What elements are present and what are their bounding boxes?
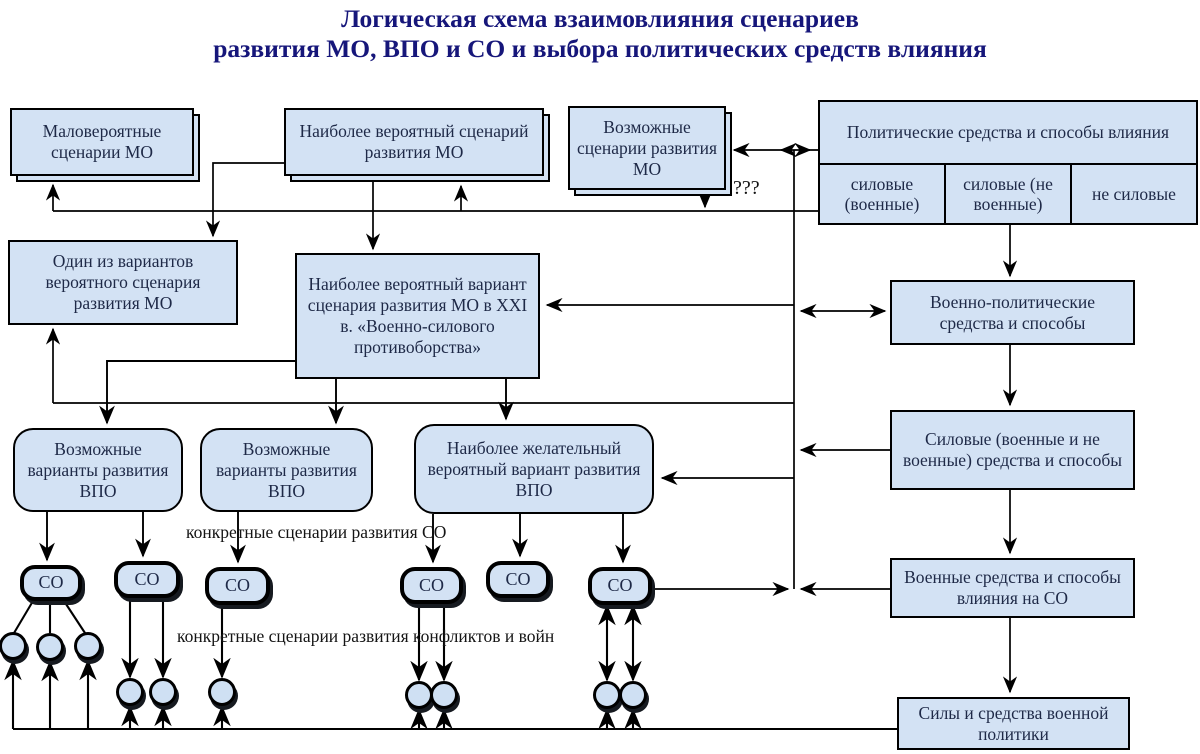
node-co-4: СО (400, 567, 463, 604)
scenario-circle (405, 681, 433, 709)
diagram-title: Логическая схема взаимовлияния сценариев… (0, 4, 1200, 64)
node-military-means-co: Военные средства и способы влияния на СО (890, 558, 1135, 618)
node-vpo-possible-2: Возможные варианты развития ВПО (200, 428, 373, 512)
node-most-likely-mo-scenario: Наиболее вероятный сценарий развития МО (284, 108, 544, 176)
scenario-circle (36, 633, 64, 661)
node-co-1: СО (20, 565, 82, 601)
scenario-circle (208, 678, 236, 706)
political-means-header: Политические средства и способы влияния (820, 102, 1196, 165)
cell-forceful-military: силовые (военные) (844, 173, 920, 214)
title-line-1: Логическая схема взаимовлияния сценариев (341, 4, 859, 33)
cell-forceful-nonmilitary: силовые (не военные) (944, 165, 1070, 223)
conflict-scenarios-label: конкретные сценарии развития конфликтов … (177, 626, 555, 646)
node-one-variant-mo: Один из вариантов вероятного сценария ра… (8, 240, 238, 325)
node-forceful-means: Силовые (военные и не военные) средства … (890, 410, 1135, 490)
node-vpo-desired: Наиболее желательный вероятный вариант р… (414, 424, 654, 514)
node-co-6: СО (588, 567, 652, 605)
right-column-lines (545, 225, 1018, 694)
scenario-circle (619, 681, 647, 709)
cell-nonforceful: не силовые (1070, 165, 1196, 223)
scenario-circle (0, 632, 27, 660)
title-line-2: развития МО, ВПО и СО и выбора политичес… (213, 34, 987, 64)
co-scenario-lines (4, 598, 897, 731)
node-possible-mo-scenarios: Возможные сценарии развития МО (568, 106, 726, 190)
political-means-cells: силовые (военные) силовые (не военные) н… (820, 165, 1196, 223)
node-co-2: СО (114, 561, 180, 598)
node-co-5: СО (486, 561, 550, 598)
node-most-likely-variant-mo: Наиболее вероятный вариант сценария разв… (295, 253, 540, 379)
scenario-circle (430, 681, 458, 709)
node-co-3: СО (205, 567, 270, 605)
node-vpo-possible-1: Возможные варианты развития ВПО (13, 428, 183, 512)
scenario-circle (593, 681, 621, 709)
node-military-political-means: Военно-политические средства и способы (890, 280, 1135, 345)
node-unlikely-mo-scenarios: Маловероятные сценарии МО (10, 108, 194, 176)
question-marks-label: ??? (733, 177, 760, 199)
scenario-bus-lines (45, 142, 818, 589)
node-forces-military-policy: Силы и средства военной политики (897, 697, 1130, 750)
vpo-branch-lines (39, 360, 631, 564)
scenario-circle (116, 678, 144, 706)
co-scenarios-label: конкретные сценарии развития СО (186, 522, 447, 542)
scenario-circle (149, 678, 177, 706)
scenario-circle (74, 632, 102, 660)
node-political-means: Политические средства и способы влияния … (818, 100, 1198, 225)
